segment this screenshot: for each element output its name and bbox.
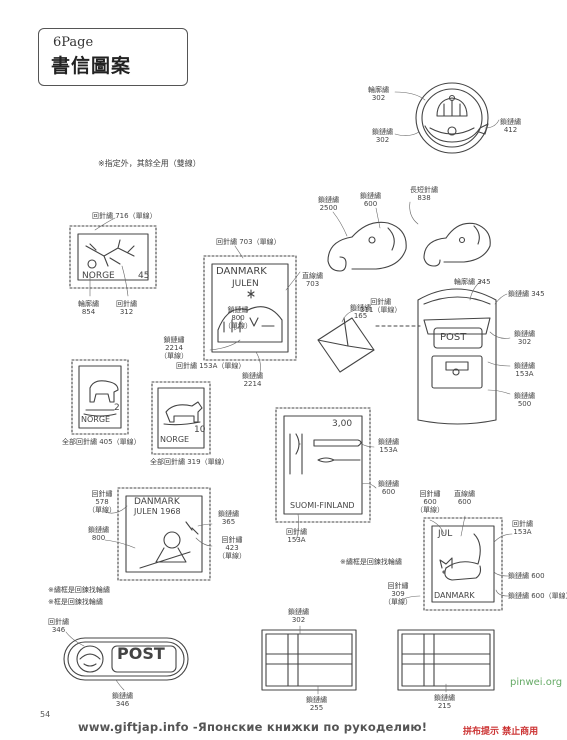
stamp-norge-bear-text: NORGE: [81, 415, 111, 424]
stamp-suomi-text: SUOMI-FINLAND: [290, 501, 355, 510]
note-mid-b: ※框是回鍊找輪繡: [48, 598, 103, 606]
mailbox-icon: [417, 288, 497, 425]
page-number: 54: [40, 710, 51, 719]
note-mid-a: ※繡框是回鍊找輪繡: [48, 586, 110, 594]
stamp-norge-cow: [151, 381, 211, 455]
envelope-icon: [317, 317, 375, 373]
label-danmark-outline: 回針繡 703（單線）: [216, 238, 281, 246]
note-top: ※指定外，其餘全用（雙線）: [98, 159, 201, 168]
stamp-jul-cat-line1: JUL: [438, 529, 453, 539]
watermark: pinwei.org: [510, 677, 563, 688]
stamp-suomi: [275, 407, 371, 523]
label-mailbox-roof: 鎖鏈繡 345: [508, 290, 545, 298]
label-cat-d: 鎖鏈繡 600: [508, 572, 545, 580]
elephant-left-icon: [327, 221, 407, 272]
footer-copy: 拼布提示 禁止商用: [463, 727, 539, 737]
stamp-norge-tree-value: 45: [138, 271, 150, 281]
crown-emblem-icon: [415, 82, 489, 154]
leader-lines: [65, 91, 513, 695]
stamp-norge-bear: [71, 359, 129, 435]
elephant-right-icon: [423, 222, 491, 267]
stamp-norge-tree-text: NORGE: [82, 271, 115, 281]
stamp-norge-cow-value: 10: [194, 425, 206, 435]
stamp-suomi-value: 3,00: [332, 419, 353, 429]
stamp-norge-tree: [69, 225, 157, 289]
stamp-danmark-1968: [117, 487, 211, 581]
stamp-jul-cat: [423, 517, 503, 611]
flag-right-icon: [397, 629, 495, 691]
post-badge: [63, 637, 189, 681]
stamp-danmark-julen-line1: DANMARK: [216, 266, 267, 277]
mailbox-post-text: POST: [440, 332, 467, 343]
label-norge-tree-outline: 回針繡 716（單線）: [92, 212, 157, 220]
stamp-norge-bear-value: 2: [114, 403, 120, 413]
label-cat-e: 鎖鏈繡 600（單線）: [508, 592, 567, 600]
label-norge-bear: 全部回針繡 405（單線）: [62, 438, 141, 446]
post-badge-text: POST: [117, 644, 165, 663]
stamp-danmark-julen-line2: JULEN: [232, 279, 259, 289]
page-tag: 6Page: [53, 35, 94, 50]
title-box: 6Page 書信圖案: [38, 28, 188, 86]
stamp-danmark-1968-line2: JULEN 1968: [134, 507, 181, 516]
stamp-jul-cat-text: DANMARK: [434, 591, 475, 600]
label-mailbox-top: 輪廓繡 345: [454, 278, 491, 286]
note-cat: ※繡框是回鍊找輪繡: [340, 558, 402, 566]
label-norge-cow: 全部回針繡 319（單線）: [150, 458, 229, 466]
flag-left-icon: [261, 629, 357, 691]
stamp-norge-cow-text: NORGE: [160, 435, 190, 444]
footer-url[interactable]: www.giftjap.info -Японские книжки по рук…: [78, 720, 428, 734]
label-danmark-frame: 回針繡 153A（單線）: [176, 362, 246, 370]
stamp-danmark-julen: [203, 255, 297, 361]
stamp-danmark-1968-line1: DANMARK: [134, 497, 180, 507]
page-title: 書信圖案: [51, 55, 132, 77]
